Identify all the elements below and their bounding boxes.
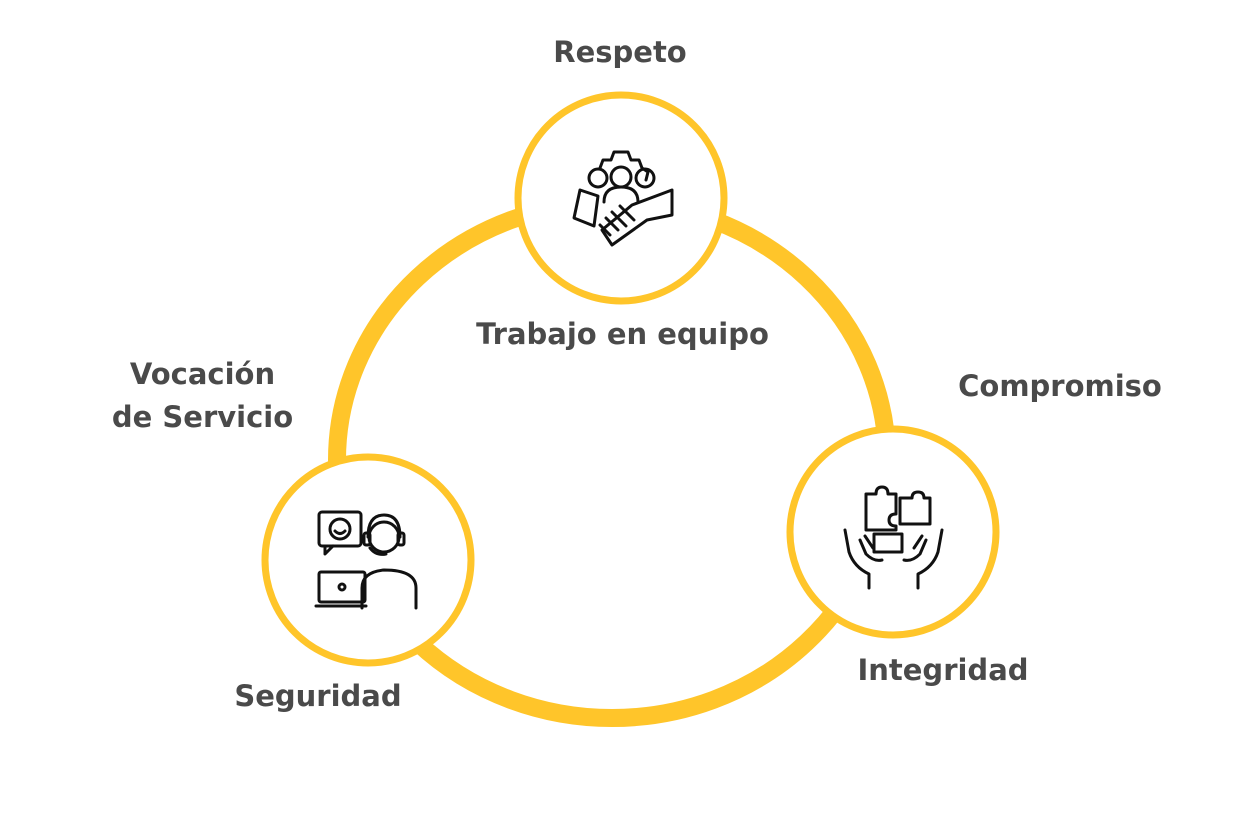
puzzle-hands-icon bbox=[843, 485, 944, 590]
node-integrity bbox=[786, 425, 1000, 639]
label-trabajo-en-equipo: Trabajo en equipo bbox=[476, 317, 769, 351]
label-vocacion-line2: de Servicio bbox=[111, 400, 294, 434]
label-vocacion-line1: Vocación bbox=[129, 357, 276, 391]
label-integridad: Integridad bbox=[857, 653, 1029, 687]
label-seguridad: Seguridad bbox=[234, 679, 402, 713]
label-respeto: Respeto bbox=[553, 35, 687, 69]
label-compromiso: Compromiso bbox=[958, 369, 1162, 403]
node-security bbox=[261, 453, 475, 667]
node-teamwork bbox=[514, 91, 728, 305]
customer-service-icon bbox=[314, 510, 418, 610]
teamwork-handshake-icon bbox=[572, 150, 674, 247]
